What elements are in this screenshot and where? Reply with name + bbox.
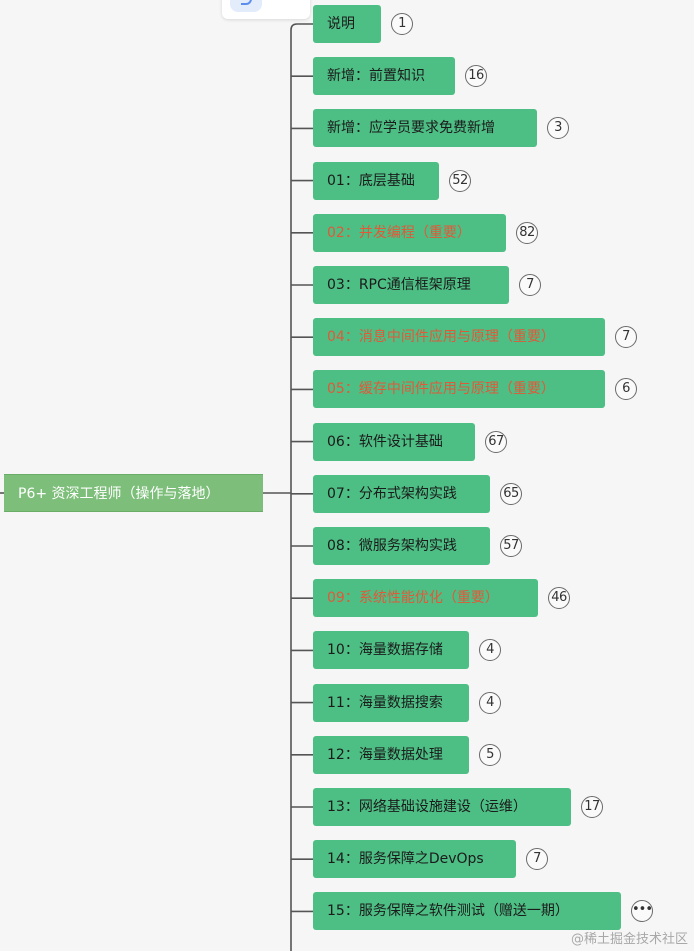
child-node[interactable]: 06：软件设计基础: [313, 422, 475, 461]
child-node[interactable]: 说明: [313, 5, 381, 43]
child-count-badge[interactable]: 52: [449, 169, 471, 192]
child-node[interactable]: 07：分布式架构实践: [313, 474, 490, 513]
child-node[interactable]: 11：海量数据搜索: [313, 683, 469, 722]
child-count-badge[interactable]: 7: [615, 326, 637, 349]
child-count-badge[interactable]: 3: [547, 117, 569, 140]
child-node[interactable]: 01：底层基础: [313, 161, 439, 200]
child-count-badge[interactable]: 82: [516, 221, 538, 244]
child-node[interactable]: 新增：应学员要求免费新增: [313, 109, 537, 148]
child-count-badge[interactable]: 7: [519, 274, 541, 296]
child-count-badge[interactable]: 5: [479, 743, 501, 766]
child-count-badge[interactable]: 7: [526, 848, 548, 871]
child-node[interactable]: 新增：前置知识: [313, 57, 455, 96]
child-node[interactable]: 02：并发编程（重要）: [313, 213, 506, 252]
branch-connector: [290, 23, 313, 31]
child-node[interactable]: 14：服务保障之DevOps: [313, 840, 516, 879]
child-node[interactable]: 03：RPC通信框架原理: [313, 266, 509, 304]
child-count-badge[interactable]: •••: [631, 900, 653, 923]
child-node[interactable]: 10：海量数据存储: [313, 631, 469, 670]
mindmap-icon: [230, 0, 262, 12]
child-count-badge[interactable]: 6: [615, 378, 637, 401]
child-node[interactable]: 09：系统性能优化（重要）: [313, 579, 538, 618]
child-count-badge[interactable]: 65: [500, 482, 522, 505]
watermark: @稀土掘金技术社区: [570, 932, 688, 947]
child-count-badge[interactable]: 17: [581, 796, 603, 818]
child-node[interactable]: 12：海量数据处理: [313, 735, 469, 774]
child-node[interactable]: 15：服务保障之软件测试（赠送一期）: [313, 892, 621, 931]
child-node[interactable]: 08：微服务架构实践: [313, 527, 490, 565]
child-count-badge[interactable]: 4: [479, 691, 501, 714]
child-count-badge[interactable]: 46: [548, 587, 570, 610]
child-node[interactable]: 05：缓存中间件应用与原理（重要）: [313, 370, 605, 409]
child-count-badge[interactable]: 67: [485, 430, 507, 453]
child-node[interactable]: 04：消息中间件应用与原理（重要）: [313, 318, 605, 357]
top-toolbar-tab[interactable]: [222, 0, 310, 19]
child-count-badge[interactable]: 16: [465, 65, 487, 88]
child-count-badge[interactable]: 1: [391, 13, 413, 35]
root-node[interactable]: P6+ 资深工程师（操作与落地）: [4, 474, 263, 512]
child-node[interactable]: 13：网络基础设施建设（运维）: [313, 788, 571, 826]
child-count-badge[interactable]: 57: [500, 535, 522, 557]
child-count-badge[interactable]: 4: [479, 639, 501, 662]
